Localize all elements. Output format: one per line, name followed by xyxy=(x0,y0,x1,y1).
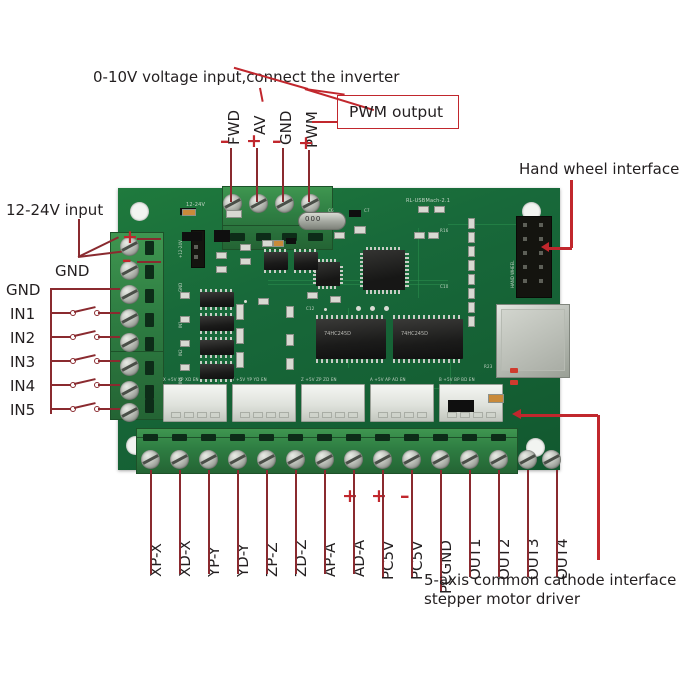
bottom-terminal-screw-14[interactable] xyxy=(518,450,537,469)
terminal-screw-gnd[interactable] xyxy=(275,194,294,213)
bottom-terminal-screw-12[interactable] xyxy=(460,450,479,469)
bottom-terminal-screw-15[interactable] xyxy=(542,450,561,469)
bottom-terminal-screw-4[interactable] xyxy=(228,450,247,469)
left-label-gnd: GND xyxy=(6,281,41,299)
annotation-pwm-output: PWM output xyxy=(349,103,444,121)
ic-74hc245-1: 74HC245D xyxy=(316,315,386,363)
annotation-bottom-note-1: 5-axis common cathode interface xyxy=(424,571,677,589)
left-label-in1: IN1 xyxy=(10,305,36,323)
bottom-terminal-screw-10[interactable] xyxy=(402,450,421,469)
arrow-stepper-note xyxy=(512,409,521,419)
bottom-terminal-screw-9[interactable] xyxy=(373,450,392,469)
bottom-terminal-screw-13[interactable] xyxy=(489,450,508,469)
ic-optocoupler-1 xyxy=(264,249,288,273)
left-label-in5: IN5 xyxy=(10,401,36,419)
bottom-terminal-screw-11[interactable] xyxy=(431,450,450,469)
left-label-in3: IN3 xyxy=(10,353,36,371)
bottom-terminal-screw-8[interactable] xyxy=(344,450,363,469)
polarity-fwd: – xyxy=(220,130,230,152)
axis-connector-a[interactable] xyxy=(370,384,434,422)
polarity-pwm: + xyxy=(298,132,314,154)
terminal-screw-fwd[interactable] xyxy=(223,194,242,213)
pwm-output-box xyxy=(337,95,459,129)
ic-input-opto-4 xyxy=(200,361,234,382)
crystal-marking: 000 xyxy=(305,215,322,223)
terminal-screw-pwm[interactable] xyxy=(301,194,320,213)
power-plus-label: + xyxy=(122,226,138,248)
left-terminal-screw-in5[interactable] xyxy=(120,403,139,422)
ic-input-opto-1 xyxy=(200,289,234,310)
silkscreen-power-label: 12-24V xyxy=(186,202,206,208)
left-terminal-screw-plus[interactable] xyxy=(120,237,139,256)
left-terminal-screw-minus[interactable] xyxy=(120,261,139,280)
bottom-polarity-10: + xyxy=(371,485,387,507)
left-label-in2: IN2 xyxy=(10,329,36,347)
ic-input-opto-3 xyxy=(200,337,234,358)
left-label-in4: IN4 xyxy=(10,377,36,395)
annotation-hand-wheel: Hand wheel interface xyxy=(519,160,680,178)
bottom-terminal-screw-6[interactable] xyxy=(286,450,305,469)
silkscreen-left-plus: +12-24V xyxy=(178,240,183,258)
pcb-board: RL-USBMach-2.1 12-24V xyxy=(110,186,570,474)
mounting-hole xyxy=(130,202,149,221)
polarity-av: + xyxy=(246,130,262,152)
ic-mcu-qfp xyxy=(359,246,409,294)
left-terminal-screw-in4[interactable] xyxy=(120,381,139,400)
axis-connector-y[interactable] xyxy=(232,384,296,422)
left-terminal-screw-in3[interactable] xyxy=(120,357,139,376)
power-plus-leader-stroke xyxy=(137,238,161,240)
axis-connector-z[interactable] xyxy=(301,384,365,422)
ic-input-opto-2 xyxy=(200,313,234,334)
bottom-polarity-11: – xyxy=(400,485,410,507)
bottom-terminal-screw-1[interactable] xyxy=(141,450,160,469)
ic-74hc245-2: 74HC245D xyxy=(393,315,463,363)
silkscreen-version: RL-USBMach-2.1 xyxy=(406,198,451,204)
bottom-polarity-8: + xyxy=(342,485,358,507)
polarity-gnd: – xyxy=(272,130,282,152)
annotation-voltage-input: 0-10V voltage input,connect the inverter xyxy=(93,68,400,86)
bottom-terminal-screw-7[interactable] xyxy=(315,450,334,469)
annotation-bottom-note-2: stepper motor driver xyxy=(424,590,581,608)
annotation-gnd-bus: GND xyxy=(55,262,90,280)
hand-wheel-header[interactable] xyxy=(516,216,552,298)
arrow-hand-wheel xyxy=(541,242,549,252)
silkscreen-left-gnd: GND xyxy=(178,282,183,292)
left-terminal-screw-in1[interactable] xyxy=(120,309,139,328)
bottom-terminal-screw-3[interactable] xyxy=(199,450,218,469)
bottom-terminal-screw-5[interactable] xyxy=(257,450,276,469)
left-terminal-screw-gnd[interactable] xyxy=(120,285,139,304)
power-minus-label: – xyxy=(122,249,132,271)
silkscreen-left-in2: IN2 xyxy=(178,349,183,356)
ic-optocoupler-2 xyxy=(294,249,318,273)
left-terminal-screw-in2[interactable] xyxy=(120,333,139,352)
power-minus-leader-stroke xyxy=(137,261,161,263)
annotation-power-input: 12-24V input xyxy=(6,201,104,219)
ic-small-qfp xyxy=(313,259,343,289)
crystal-oscillator: 000 xyxy=(298,212,346,230)
axis-connector-x[interactable] xyxy=(163,384,227,422)
usb-b-connector[interactable] xyxy=(496,304,570,378)
bottom-terminal-screw-2[interactable] xyxy=(170,450,189,469)
terminal-screw-av[interactable] xyxy=(249,194,268,213)
